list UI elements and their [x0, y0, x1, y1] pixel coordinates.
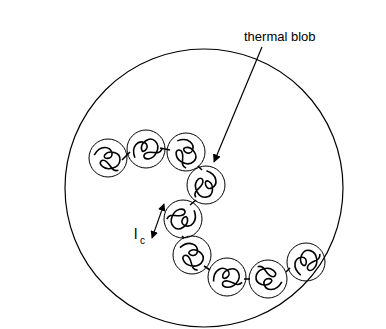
length-symbol: l	[134, 226, 137, 241]
coil-outline	[65, 49, 343, 327]
thermal-blobs	[89, 130, 325, 298]
length-subscript: c	[140, 236, 145, 246]
chain-squiggles	[91, 134, 322, 293]
length-arrow	[152, 204, 164, 238]
callout-label: thermal blob	[244, 30, 316, 43]
leader-arrow	[214, 47, 262, 162]
